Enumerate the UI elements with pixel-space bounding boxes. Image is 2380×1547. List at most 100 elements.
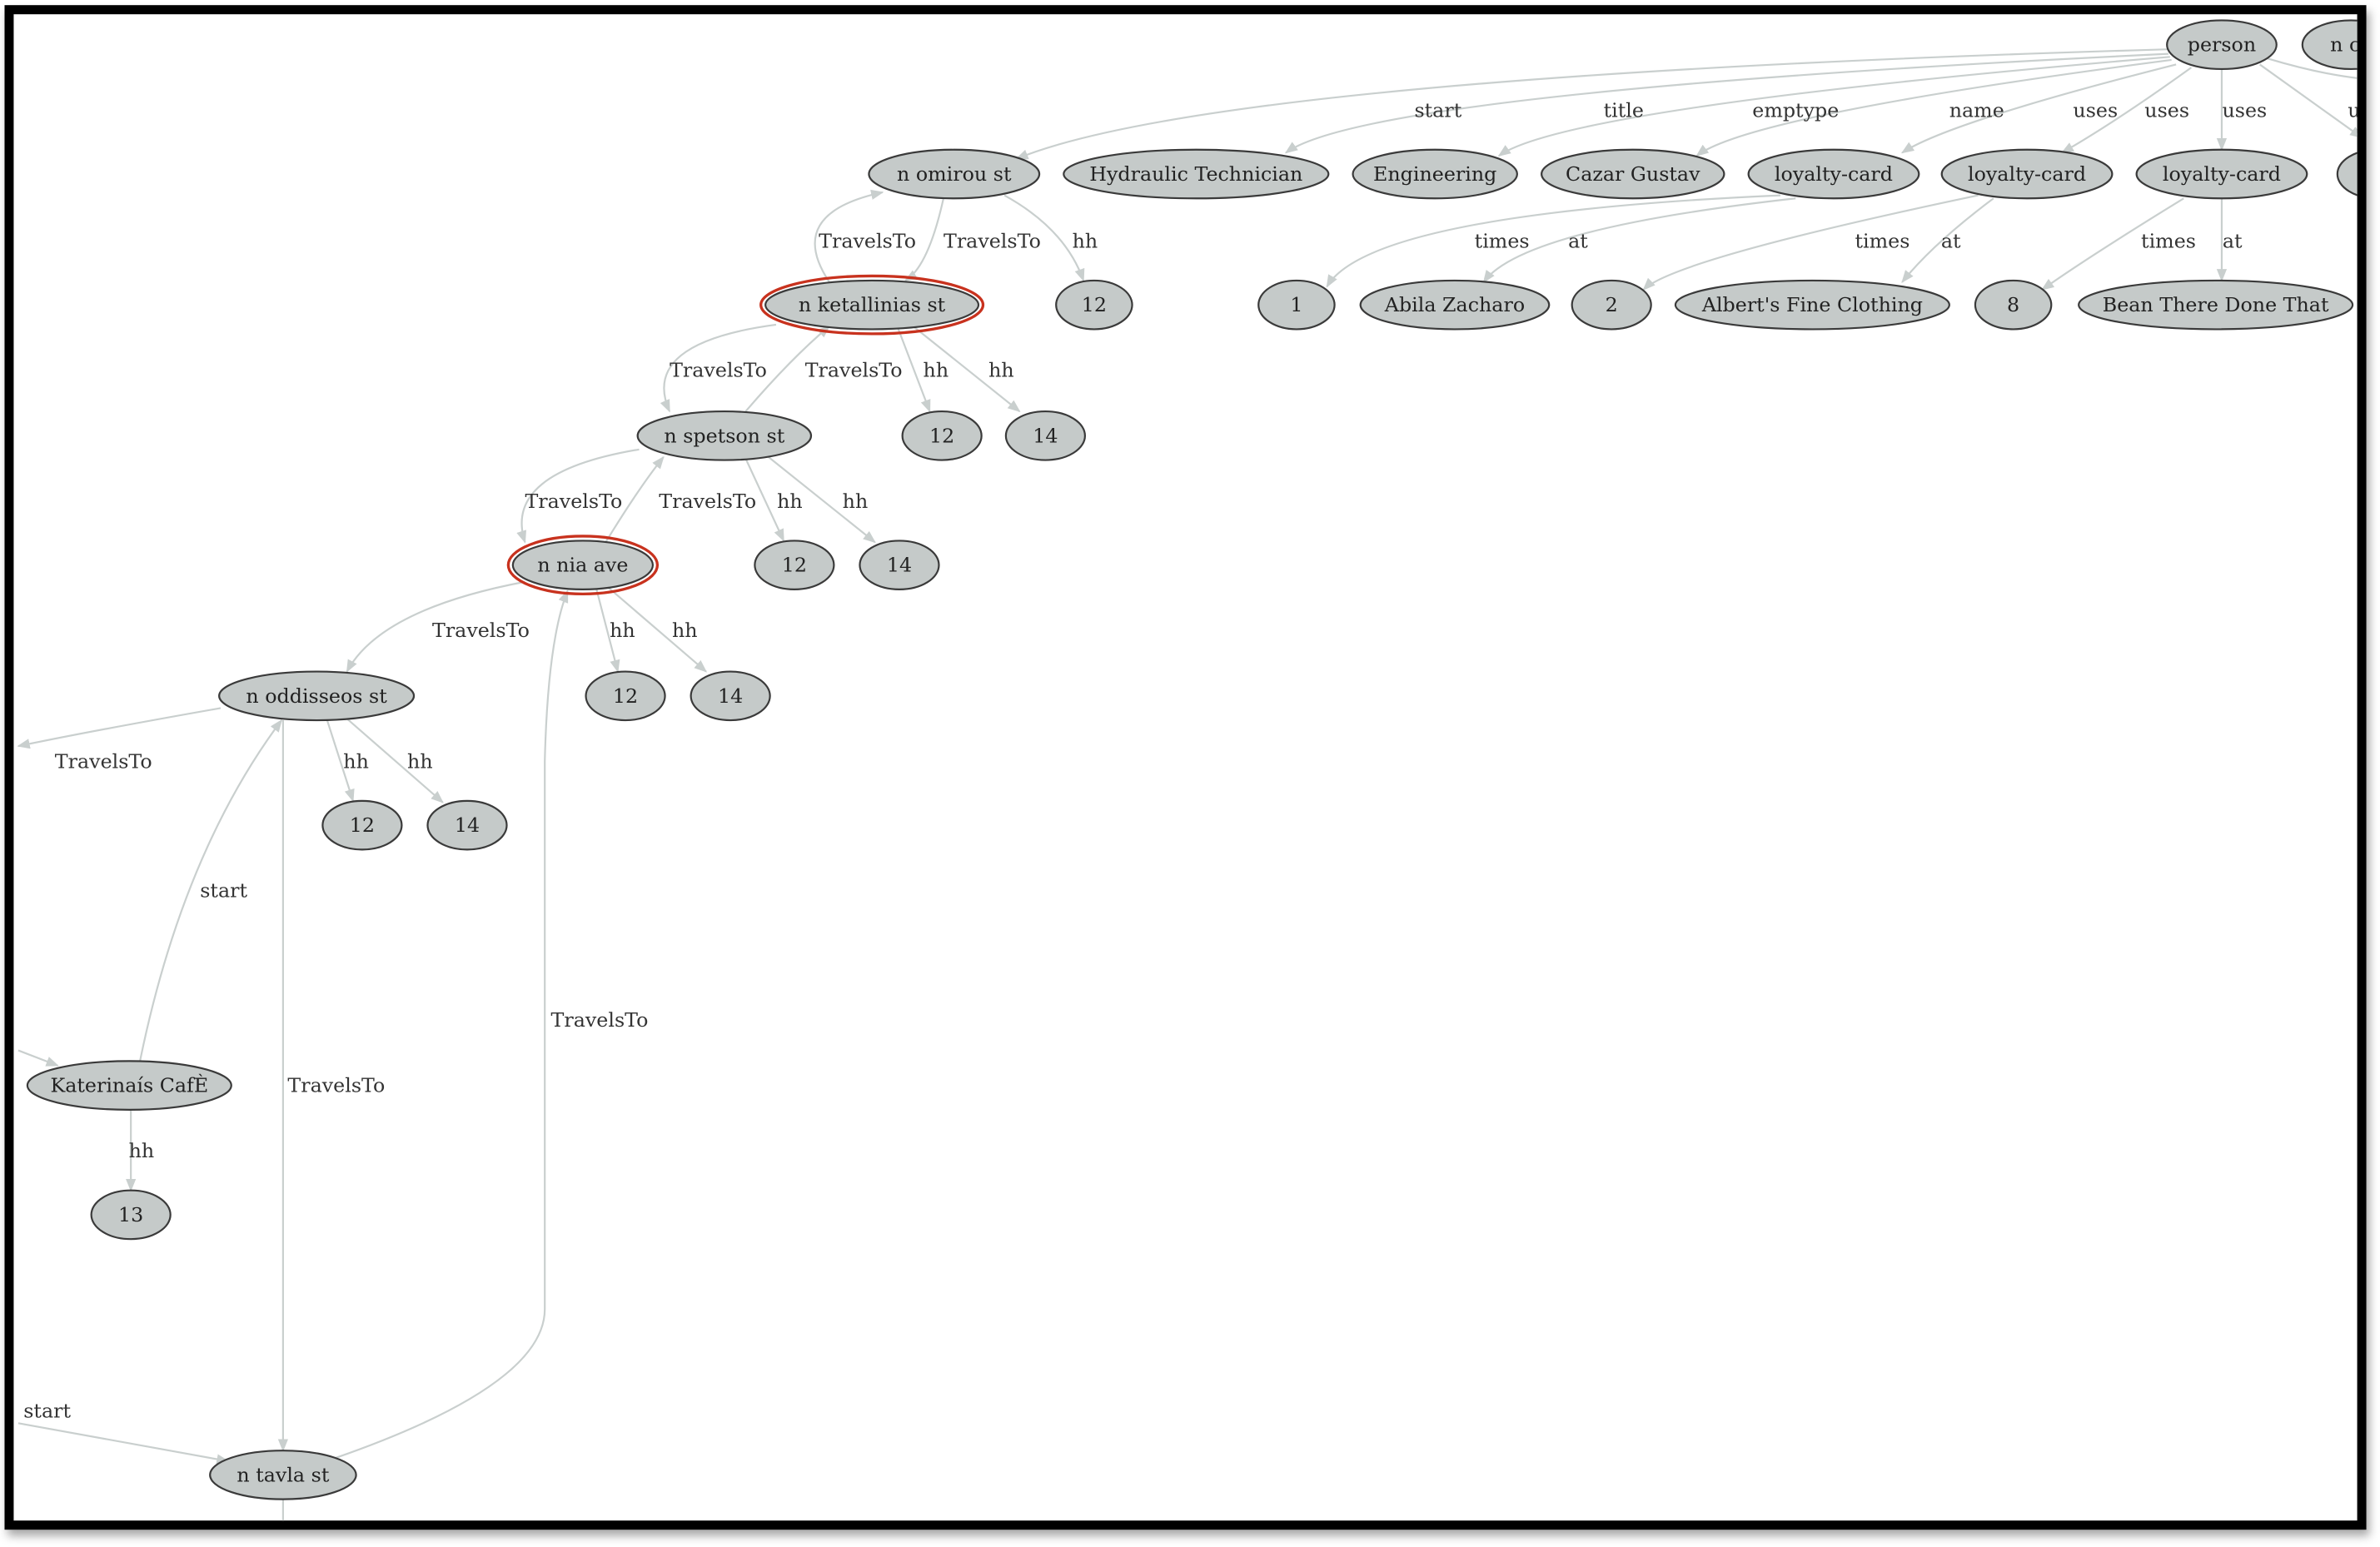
edge-label: start bbox=[200, 879, 247, 903]
frame bbox=[4, 5, 2367, 1530]
node-label: Katerinaís CafÈ bbox=[50, 1073, 208, 1097]
graph-edge bbox=[1015, 48, 2169, 160]
node-label: 12 bbox=[350, 813, 375, 837]
graph-node[interactable]: 14 bbox=[859, 540, 940, 590]
graph-node[interactable]: 14 bbox=[1004, 410, 1087, 461]
edge-label: name bbox=[1949, 98, 2004, 122]
edge-label: emptype bbox=[1752, 98, 1839, 122]
node-label: Cazar Gustav bbox=[1566, 162, 1700, 186]
graph-edge bbox=[660, 323, 777, 413]
edge-label: TravelsTo bbox=[944, 229, 1041, 252]
edge-label: hh bbox=[129, 1139, 155, 1162]
graph-edge bbox=[744, 325, 831, 412]
node-label: 12 bbox=[929, 424, 954, 447]
node-label: Abila Zacharo bbox=[1384, 293, 1525, 316]
graph-edge bbox=[605, 455, 665, 543]
graph-node[interactable]: 1 bbox=[1257, 279, 1336, 331]
node-label: loyalty-card bbox=[2163, 162, 2281, 186]
graph-edge bbox=[814, 189, 884, 283]
edge-label: TravelsTo bbox=[551, 1008, 649, 1032]
graph-node[interactable]: person bbox=[2166, 19, 2278, 71]
node-label: Bean There Done That bbox=[2103, 293, 2329, 316]
graph-node[interactable]: 8 bbox=[1974, 279, 2053, 331]
node-label: 14 bbox=[1033, 424, 1058, 447]
graph-node[interactable]: Albert's Fine Clothing bbox=[1674, 279, 1950, 331]
graph-node[interactable]: Katerinaís CafÈ bbox=[26, 1060, 232, 1111]
edge-label: times bbox=[1475, 229, 1530, 252]
edge-label: uses bbox=[2222, 98, 2267, 122]
node-label: 12 bbox=[613, 684, 638, 708]
graph-node[interactable]: 14 bbox=[690, 670, 771, 722]
edge-label: TravelsTo bbox=[659, 490, 756, 513]
graph-node[interactable]: Cazar Gustav bbox=[1541, 148, 1725, 200]
graph-edge bbox=[1482, 197, 1796, 284]
node-label: loyalty-card bbox=[1775, 162, 1893, 186]
node-label: n spetson st bbox=[664, 424, 784, 447]
graph-node[interactable]: 13 bbox=[90, 1189, 172, 1241]
graph-node[interactable]: 12 bbox=[585, 670, 666, 722]
node-label: 1 bbox=[1290, 293, 1302, 316]
graph-node[interactable]: 12 bbox=[901, 410, 983, 461]
graph-edge bbox=[2041, 197, 2184, 291]
node-label: Engineering bbox=[1373, 162, 1496, 186]
edge-label: hh bbox=[843, 490, 869, 513]
graph-edge bbox=[139, 719, 282, 1062]
node-label: 2 bbox=[1606, 293, 1618, 316]
graph-edge bbox=[1642, 194, 1979, 291]
graph-node[interactable]: n omirou st bbox=[868, 148, 1041, 200]
graph-node[interactable]: Abila Zacharo bbox=[1359, 279, 1551, 331]
edge-label: hh bbox=[1073, 229, 1098, 252]
node-label: Albert's Fine Clothing bbox=[1701, 293, 1923, 316]
graph-node[interactable]: loyalty-card bbox=[1747, 148, 1920, 200]
graph-edge bbox=[326, 719, 355, 803]
graph-node[interactable]: n tavla st bbox=[209, 1450, 357, 1500]
graph-node-highlighted[interactable]: n ketallinias st bbox=[759, 274, 985, 336]
graph-node[interactable]: Engineering bbox=[1352, 148, 1518, 200]
edge-label: start bbox=[23, 1400, 71, 1423]
edge-label: TravelsTo bbox=[525, 490, 622, 513]
node-label: n ketallinias st bbox=[799, 293, 946, 316]
graph-edge bbox=[17, 1049, 59, 1067]
graph-node[interactable]: n spetson st bbox=[636, 410, 813, 461]
graph-edge bbox=[897, 327, 931, 413]
graph-edge bbox=[346, 718, 444, 803]
graph-node[interactable]: loyalty-card bbox=[1940, 148, 2114, 200]
graph-edge bbox=[608, 587, 708, 673]
node-label: Hydraulic Technician bbox=[1089, 162, 1302, 186]
edge-label: u bbox=[2348, 98, 2360, 122]
edge-label: hh bbox=[672, 619, 698, 642]
graph-node[interactable]: 14 bbox=[426, 799, 508, 851]
graph-node[interactable]: Bean There Done That bbox=[2078, 279, 2354, 331]
edge-label: at bbox=[1941, 229, 1961, 252]
graph-edge bbox=[2258, 63, 2358, 139]
edge-label: uses bbox=[2073, 98, 2118, 122]
edge-label: TravelsTo bbox=[805, 359, 903, 382]
node-label: 13 bbox=[118, 1203, 143, 1226]
graph-node[interactable]: loyalty-card bbox=[2135, 148, 2308, 200]
node-label: 14 bbox=[887, 554, 912, 577]
graph-node[interactable]: n oddisseos st bbox=[218, 670, 416, 722]
graph-node[interactable]: 12 bbox=[1055, 279, 1133, 331]
graph-node[interactable]: 12 bbox=[321, 799, 403, 851]
node-label: 12 bbox=[1082, 293, 1107, 316]
edge-label: times bbox=[1855, 229, 1909, 252]
graph-node[interactable]: n ca bbox=[2301, 19, 2380, 71]
node-label: n nia ave bbox=[537, 554, 628, 577]
edge-label: hh bbox=[407, 749, 433, 773]
edge-label: hh bbox=[924, 359, 949, 382]
graph-node-highlighted[interactable]: n nia ave bbox=[506, 535, 660, 596]
graph-edge bbox=[334, 589, 569, 1460]
node-label: n oddisseos st bbox=[246, 684, 387, 708]
node-label: n tavla st bbox=[237, 1463, 329, 1486]
graph-edge bbox=[912, 325, 1021, 413]
edge-label: hh bbox=[343, 749, 369, 773]
graph-edge bbox=[1695, 58, 2172, 157]
graph-node[interactable]: 12 bbox=[754, 540, 835, 590]
graph-edge bbox=[768, 456, 876, 544]
edge-label: times bbox=[2141, 229, 2196, 252]
graph-node[interactable]: 2 bbox=[1571, 279, 1652, 331]
graph-node[interactable]: Hydraulic Technician bbox=[1063, 148, 1330, 200]
graph-node[interactable] bbox=[2336, 150, 2380, 198]
